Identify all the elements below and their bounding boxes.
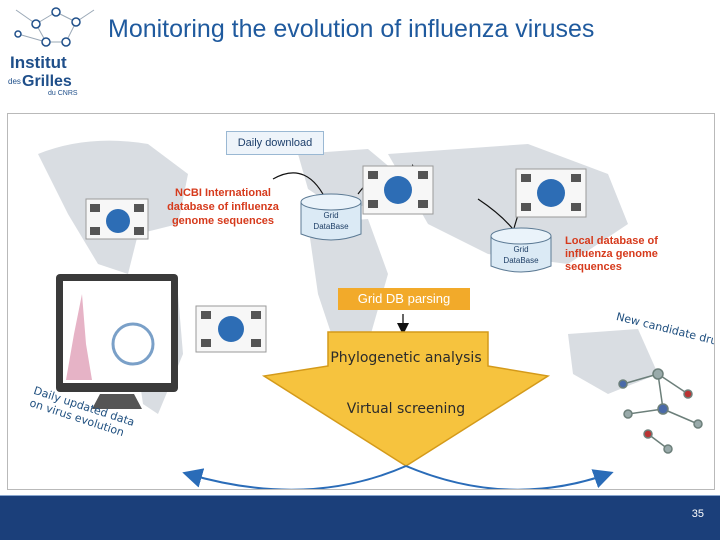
grid-database-label-line: Grid [513, 245, 529, 254]
ncbi-database-label: NCBI International database of influenza… [167, 187, 279, 227]
grid-cluster-icon [362, 165, 434, 215]
grid-cluster-icon [85, 198, 149, 240]
svg-text:Grilles: Grilles [22, 73, 72, 90]
footer-divider [0, 495, 720, 496]
phylogenetic-analysis-label: Phylogenetic analysis [330, 350, 482, 366]
grid-db-parsing-label: Grid DB parsing [338, 288, 470, 310]
grid-cluster-icon [195, 305, 267, 353]
database-cylinder-icon [490, 227, 552, 273]
institut-des-grilles-logo: Institut des Grilles du CNRS [6, 4, 102, 97]
svg-text:des: des [8, 77, 21, 86]
virtual-screening-label: Virtual screening [346, 401, 466, 417]
grid-database-label-line: Grid [323, 211, 339, 220]
grid-cluster-icon [515, 168, 587, 218]
page-number: 35 [691, 508, 704, 520]
grid-database-label-2: Grid DataBase [494, 244, 548, 266]
grid-database-label-line: DataBase [313, 222, 349, 231]
daily-download-label: Daily download [226, 131, 324, 155]
diagram-panel: Daily download NCBI International databa… [7, 113, 715, 490]
svg-text:Institut: Institut [10, 53, 67, 72]
world-map-background [38, 140, 703, 489]
analysis-arrow-shape [261, 331, 551, 467]
grid-database-label-1: Grid DataBase [304, 210, 358, 232]
grid-database-label-line: DataBase [503, 256, 539, 265]
svg-text:du CNRS: du CNRS [48, 90, 78, 96]
local-database-label: Local database of influenza genome seque… [565, 235, 658, 273]
molecule-image [618, 368, 703, 454]
slide-title: Monitoring the evolution of influenza vi… [108, 15, 595, 43]
database-cylinder-icon [300, 193, 362, 241]
monitor-icon [56, 274, 178, 409]
footer-bar [0, 496, 720, 540]
